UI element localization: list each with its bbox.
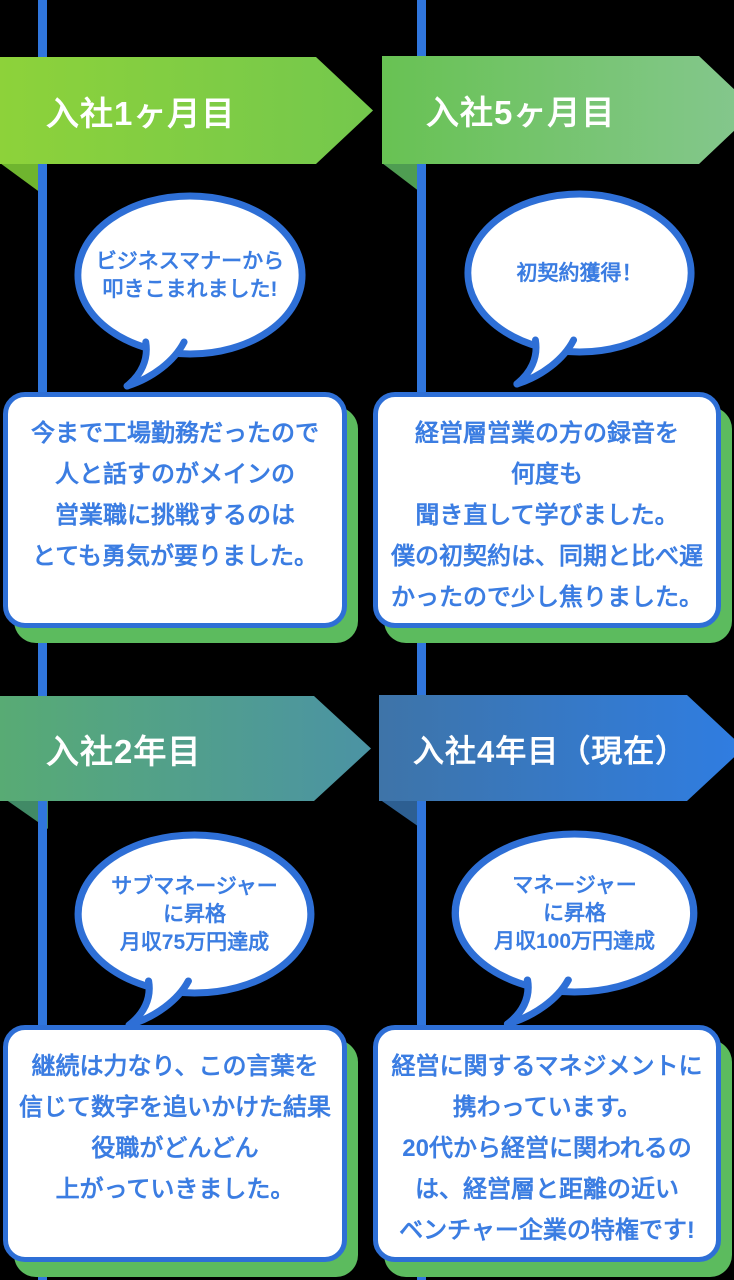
testimonial-card-month1: 今まで工場勤務だったので 人と話すのがメインの 営業職に挑戦するのは とても勇気… [3,392,347,628]
banner-year4: 入社4年目（現在） [379,695,734,801]
speech-bubble-year4-text: マネージャー に昇格 月収100万円達成 [493,874,656,953]
banner-year2: 入社2年目 [0,696,371,801]
speech-bubble-year2-text: サブマネージャー に昇格 月収75万円達成 [111,875,278,954]
banner-month1-label: 入社1ヶ月目 [46,94,236,132]
banner-month5-label: 入社5ヶ月目 [426,94,616,131]
timeline-rail-right [417,0,426,1280]
banner-year2-label: 入社2年目 [46,732,202,770]
banner-month1: 入社1ヶ月目 [0,57,373,164]
banner-year4-label: 入社4年目（現在） [413,733,688,769]
speech-bubble-icon [464,190,695,388]
speech-bubble-year4: マネージャー に昇格 月収100万円達成 [449,830,700,1030]
testimonial-card-year2: 継続は力なり、この言葉を 信じて数字を追いかけた結果 役職がどんどん 上がってい… [3,1025,347,1262]
speech-bubble-month5: 初契約獲得！ [462,190,697,390]
testimonial-card-month5: 経営層営業の方の録音を 何度も 聞き直して学びました。 僕の初契約は、同期と比べ… [373,392,721,628]
banner-month5: 入社5ヶ月目 [382,56,734,164]
ribbon-fold-year4 [379,799,422,829]
testimonial-card-year4: 経営に関するマネジメントに 携わっています。 20代から経営に関われるの は、経… [373,1025,721,1262]
speech-bubble-year2: サブマネージャー に昇格 月収75万円達成 [72,831,317,1031]
speech-bubble-icon [74,192,306,390]
speech-bubble-month5-text: 初契約獲得！ [516,262,643,285]
timeline-rail-left [38,0,47,1280]
speech-bubble-icon [451,830,698,1028]
speech-bubble-month1: ビジネスマナーから 叩きこまれました! [72,192,308,392]
speech-bubble-month1-text: ビジネスマナーから 叩きこまれました! [95,250,285,301]
speech-bubble-icon [74,831,315,1029]
